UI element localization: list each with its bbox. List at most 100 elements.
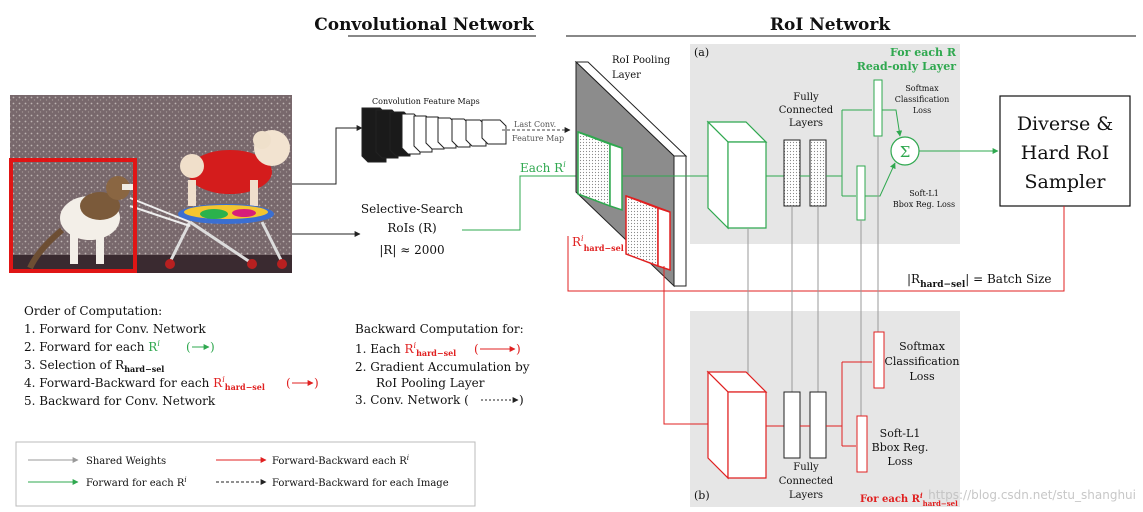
panel-b-bbox-label-2: Bbox Reg. [872, 441, 929, 454]
r-hard-sel-label: Rihard−sel [572, 234, 624, 253]
order-step-3-subscript: hard−sel [124, 364, 164, 374]
watermark-text: https://blog.csdn.net/stu_shanghui [928, 488, 1136, 502]
panel-b-note-subscript: hard−sel [923, 499, 958, 508]
svg-text:): ) [314, 376, 319, 390]
roi-highlight-box [9, 158, 137, 273]
order-step-3: 3. Selection of Rhard−sel [24, 358, 164, 374]
batch-size-suffix: | = Batch Size [965, 272, 1051, 286]
svg-text:(: ( [286, 376, 291, 390]
panel-a-softmax-label-3: Loss [913, 106, 931, 115]
r-hard-sel-text: R [572, 235, 582, 249]
panel-b-fc-label-2: Connected [779, 476, 834, 487]
order-step-2-superscript: i [157, 339, 160, 348]
panel-a-note-2: Read-only Layer [857, 60, 957, 73]
panel-b-fc-layer-2 [809, 391, 827, 459]
order-step-4-subscript: hard−sel [225, 382, 265, 392]
pool-to-panel-b-arrow [663, 266, 721, 427]
image-to-conv-arrow [292, 125, 363, 185]
panel-a-note-1: For each R [890, 46, 957, 59]
conv-feature-maps-label: Convolution Feature Maps [372, 97, 480, 106]
batch-size-prefix: |R [907, 272, 921, 286]
panel-b-fc-layer-1 [783, 391, 801, 459]
batch-size-subscript: hard−sel [920, 280, 966, 290]
order-step-4: 4. Forward-Backward for each Rihard−sel [24, 375, 265, 392]
roi-pooling-label-1: RoI Pooling [612, 55, 671, 66]
panel-a-bbox-bar [856, 165, 866, 221]
legend-fb-each-label: Forward-Backward each Ri [272, 454, 409, 467]
red-roi-block [625, 194, 671, 272]
panel-a-pooled-cube [706, 120, 768, 230]
each-r-label: Each Ri [520, 160, 566, 175]
panel-a-fc-label-1: Fully [793, 92, 819, 103]
backward-step-1-superscript: i [414, 341, 417, 350]
conv-feature-map-plate [481, 119, 507, 145]
conv-feature-map-stack [361, 107, 507, 163]
panel-b-bbox-bar [856, 415, 868, 473]
panel-b-pooled-cube [706, 370, 768, 480]
bbox-to-sum-arrow [865, 162, 896, 197]
order-title: Order of Computation: [24, 304, 162, 318]
panel-a-softmax-label-2: Classification [895, 95, 950, 104]
svg-text:): ) [519, 393, 524, 407]
backward-step-1-text: 1. Each [355, 342, 404, 356]
selective-search-label-2: RoIs (R) [387, 221, 436, 235]
legend-forward-text: Forward for each R [86, 478, 185, 489]
conv-network-title: Convolutional Network [314, 15, 535, 35]
panel-a-fc-label-3: Layers [789, 118, 823, 129]
panel-b-fc-label-1: Fully [793, 462, 819, 473]
svg-text:(: ( [474, 342, 479, 356]
input-image [10, 95, 292, 273]
softmax-to-sum-arrow [882, 109, 903, 137]
order-step-4-superscript: i [222, 375, 225, 384]
panel-b-softmax-label-2: Classification [884, 355, 959, 368]
panel-a-fc-layer-1 [783, 139, 801, 207]
backward-step-1-red-arrow: ( ) [474, 342, 521, 356]
panel-a-tag: (a) [694, 46, 709, 59]
legend-fb-image-label: Forward-Backward for each Image [272, 478, 449, 489]
last-conv-label-1: Last Conv. [514, 120, 556, 129]
r-hard-sel-subscript: hard−sel [584, 243, 624, 253]
batch-size-feedback-line [567, 206, 1065, 292]
order-step-2-green-arrow: ( ) [186, 340, 215, 354]
panel-b-softmax-bar [873, 331, 885, 389]
forward-each-r-arrow [462, 173, 583, 231]
backward-step-1: 1. Each Rihard−sel [355, 341, 456, 358]
panel-a-fc-to-heads [826, 109, 872, 197]
panel-b-bbox-label-1: Soft-L1 [880, 427, 921, 440]
panel-a-fc-layer-2 [809, 139, 827, 207]
each-r-superscript: i [563, 160, 566, 169]
order-step-2-text: 2. Forward for each [24, 340, 148, 354]
panel-a-softmax-bar [873, 79, 883, 137]
legend-fb-each-superscript: i [407, 454, 409, 462]
backward-step-1-subscript: hard−sel [416, 348, 456, 358]
legend-shared-label: Shared Weights [86, 456, 166, 467]
svg-text:): ) [210, 340, 215, 354]
order-step-4-red-arrow: ( ) [286, 376, 319, 390]
order-step-1: 1. Forward for Conv. Network [24, 322, 207, 336]
sampler-label-2: Hard RoI [1021, 142, 1109, 164]
panel-b-bbox-label-3: Loss [887, 455, 913, 468]
sampler-label-3: Sampler [1025, 171, 1107, 193]
svg-text:): ) [516, 342, 521, 356]
order-step-3-text: 3. Selection of R [24, 358, 125, 372]
conv-feature-map-plate [465, 119, 487, 147]
panel-b-tag: (b) [694, 489, 710, 502]
order-step-5: 5. Backward for Conv. Network [24, 394, 216, 408]
roi-count-label: |R| ≈ 2000 [379, 243, 444, 257]
panel-b-softmax-label-3: Loss [909, 370, 935, 383]
selective-search-label-1: Selective-Search [361, 202, 464, 216]
green-roi-block [577, 130, 623, 212]
order-step-2: 2. Forward for each Ri [24, 339, 160, 354]
panel-b-fc-label-3: Layers [789, 490, 823, 501]
backward-step-1-r: R [404, 342, 414, 356]
panel-a-softmax-label-1: Softmax [905, 84, 939, 93]
sum-symbol: Σ [900, 143, 911, 161]
order-step-4-r: R [213, 376, 223, 390]
panel-a-bbox-label-2: Bbox Reg. Loss [893, 200, 955, 209]
hard-roi-sampler-box [999, 95, 1131, 207]
sampler-label-1: Diverse & [1017, 113, 1113, 135]
svg-text:(: ( [186, 340, 191, 354]
legend-box [15, 441, 476, 507]
backward-step-2a: 2. Gradient Accumulation by [355, 360, 530, 374]
